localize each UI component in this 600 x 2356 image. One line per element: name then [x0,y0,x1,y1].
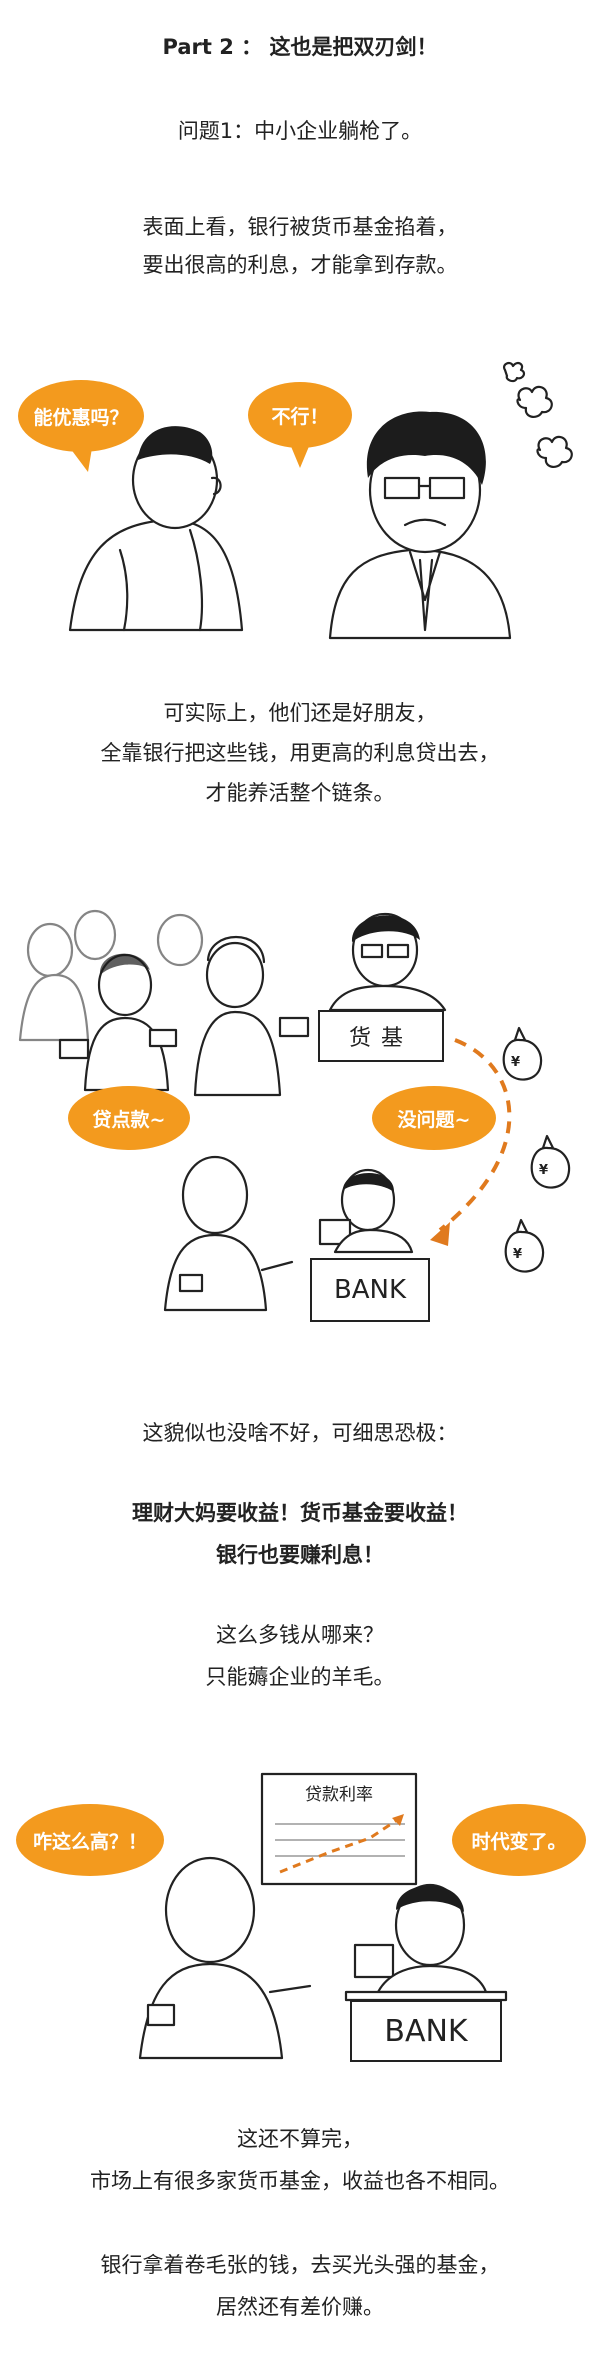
crowd-characters [18,909,204,1042]
question-1: 问题1：中小企业躺枪了。 [177,119,423,143]
bank-sign-text: BANK [384,2013,468,2049]
paragraph-line: 银行拿着卷毛张的钱，去买光头强的基金， [100,2253,500,2277]
rate-chart-board [260,1772,418,1886]
page-title: Part 2 ： 这也是把双刃剑！ [162,35,438,59]
glasses-icon [383,476,421,500]
paragraph-line: 只能薅企业的羊毛。 [205,1665,395,1689]
speech-text: 能优惠吗？ [33,406,129,429]
bold-line: 银行也要赚利息！ [216,1543,384,1567]
borrower-character [138,1856,312,2060]
speech-bubble-left: 咋这么高？！ [16,1804,164,1876]
bold-line: 理财大妈要收益！货币基金要收益！ [132,1501,468,1525]
paragraph-line: 全靠银行把这些钱，用更高的利息贷出去， [100,741,500,765]
paragraph-line: 这还不算完， [237,2127,363,2151]
speech-text: 不行！ [271,405,329,428]
speech-text: 贷点款~ [92,1108,166,1131]
paragraph-line: 市场上有很多家货币基金，收益也各不相同。 [90,2169,510,2193]
chart-title: 贷款利率 [305,1785,373,1805]
money-symbol: ¥ [513,1247,523,1262]
speech-bubble-right: 不行！ [248,382,352,448]
bank-banker-character [318,1168,414,1254]
fund-manager-character [328,912,447,1012]
speech-text: 咋这么高？！ [32,1830,147,1853]
money-bag-icon [502,1026,571,1273]
speech-bubble-left: 能优惠吗？ [18,380,144,452]
banker-character [328,361,573,640]
comic-drawing [68,361,573,640]
anger-puff-icon [516,385,553,418]
paragraph-line: 才能养活整个链条。 [205,781,395,805]
comic-panel-negotiation: 能优惠吗？ 不行！ [0,360,600,640]
bank-desk-sign: BANK [350,2000,502,2062]
aunties-characters [58,936,310,1097]
bank-sign-text: BANK [333,1275,407,1305]
bank-desk-sign: BANK [310,1258,430,1322]
comic-panel-money-flow: 货基 BANK ¥ ¥ ¥ 贷点款~ 没问题~ [0,890,600,1330]
desk-sign-text: 货基 [348,1026,413,1051]
comic-drawing [18,909,571,1312]
bank-banker-character [344,1883,508,2002]
comic-drawing [138,1772,508,2060]
speech-bubble-right: 时代变了。 [452,1804,586,1876]
rising-rate-line [279,1816,401,1874]
paragraph-line: 要出很高的利息，才能拿到存款。 [142,253,458,277]
speech-text: 没问题~ [397,1108,471,1131]
paragraph-line: 可实际上，他们还是好朋友， [163,701,437,725]
borrower-character [163,1155,294,1312]
money-symbol: ¥ [511,1055,521,1070]
cash-note-icon [278,1016,310,1038]
paragraph-line: 表面上看，银行被货币基金掐着， [142,215,458,239]
speech-text: 时代变了。 [471,1830,567,1853]
paragraph-line: 居然还有差价赚。 [216,2295,384,2319]
speech-bubble-left: 贷点款~ [68,1086,190,1150]
fund-desk-sign: 货基 [318,1010,444,1062]
bubble-tail [70,448,92,472]
speech-bubble-right: 没问题~ [372,1086,496,1150]
paragraph-line: 这貌似也没啥不好，可细思恐极： [142,1421,458,1445]
customer-character [68,426,244,632]
flow-arrow [438,1038,512,1232]
computer-monitor-icon [353,1943,395,1979]
paragraph-line: 这么多钱从哪来？ [216,1623,384,1647]
comic-panel-loan-rate: 贷款利率 BANK 咋这么高？！ 时代变了。 [0,1760,600,2062]
bubble-tail [290,444,310,468]
money-symbol: ¥ [539,1163,549,1178]
